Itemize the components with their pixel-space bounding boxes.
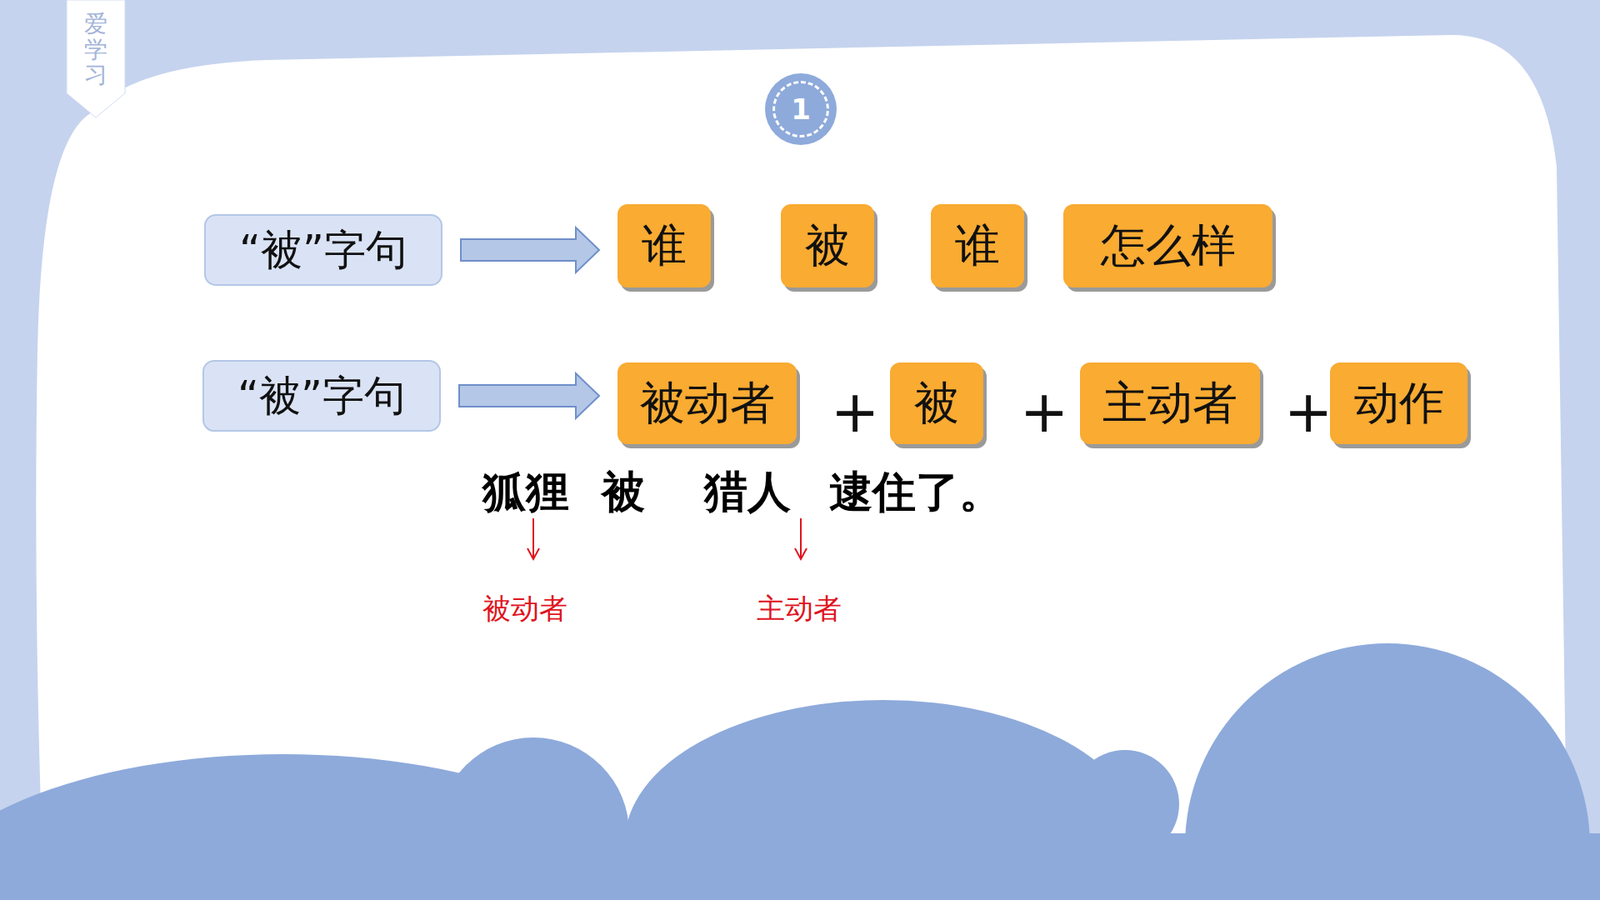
pattern-box: 主动者	[1080, 362, 1260, 445]
term-box: “被”字句	[204, 214, 443, 286]
term-box: “被”字句	[202, 360, 441, 432]
node-text: 谁	[955, 215, 1000, 277]
node-text: “被”字句	[237, 368, 406, 425]
node-text: 谁	[641, 215, 687, 277]
role-label: 被动者	[482, 590, 568, 629]
step-circle: 1	[765, 73, 837, 145]
sentence-part: 逮住了。	[829, 463, 1003, 522]
pattern-box: 动作	[1330, 362, 1468, 445]
block-arrow	[459, 373, 600, 419]
pattern-box: 被	[890, 362, 984, 445]
node-text: 爱学习	[84, 11, 108, 89]
plus-sign: +	[1284, 382, 1334, 441]
sentence-part: 被	[601, 463, 645, 522]
node-text: 怎么样	[1100, 215, 1236, 277]
leader-arrows	[527, 518, 807, 560]
role-label: 主动者	[756, 590, 842, 629]
plus-sign: +	[1020, 382, 1070, 441]
node-text: “被”字句	[239, 222, 408, 279]
plus-sign: +	[830, 382, 880, 441]
node-text: 动作	[1354, 373, 1445, 435]
block-arrow	[460, 227, 600, 273]
sentence-part: 狐狸	[482, 463, 570, 522]
pattern-box: 谁	[617, 204, 711, 288]
node-text: 被	[914, 373, 960, 435]
pattern-box: 怎么样	[1063, 204, 1273, 288]
sentence-part: 猎人	[704, 463, 791, 522]
node-text: 主动者	[1102, 373, 1238, 435]
clouds	[0, 643, 1600, 900]
node-text: 被	[805, 215, 850, 277]
node-text: 1	[790, 92, 811, 126]
tab	[66, 0, 125, 118]
pattern-box: 被	[780, 204, 875, 288]
vertical-tab: 爱学习	[66, 3, 125, 97]
node-text: 被动者	[640, 373, 775, 435]
pattern-box: 被动者	[617, 362, 797, 445]
pattern-box: 谁	[930, 204, 1025, 288]
